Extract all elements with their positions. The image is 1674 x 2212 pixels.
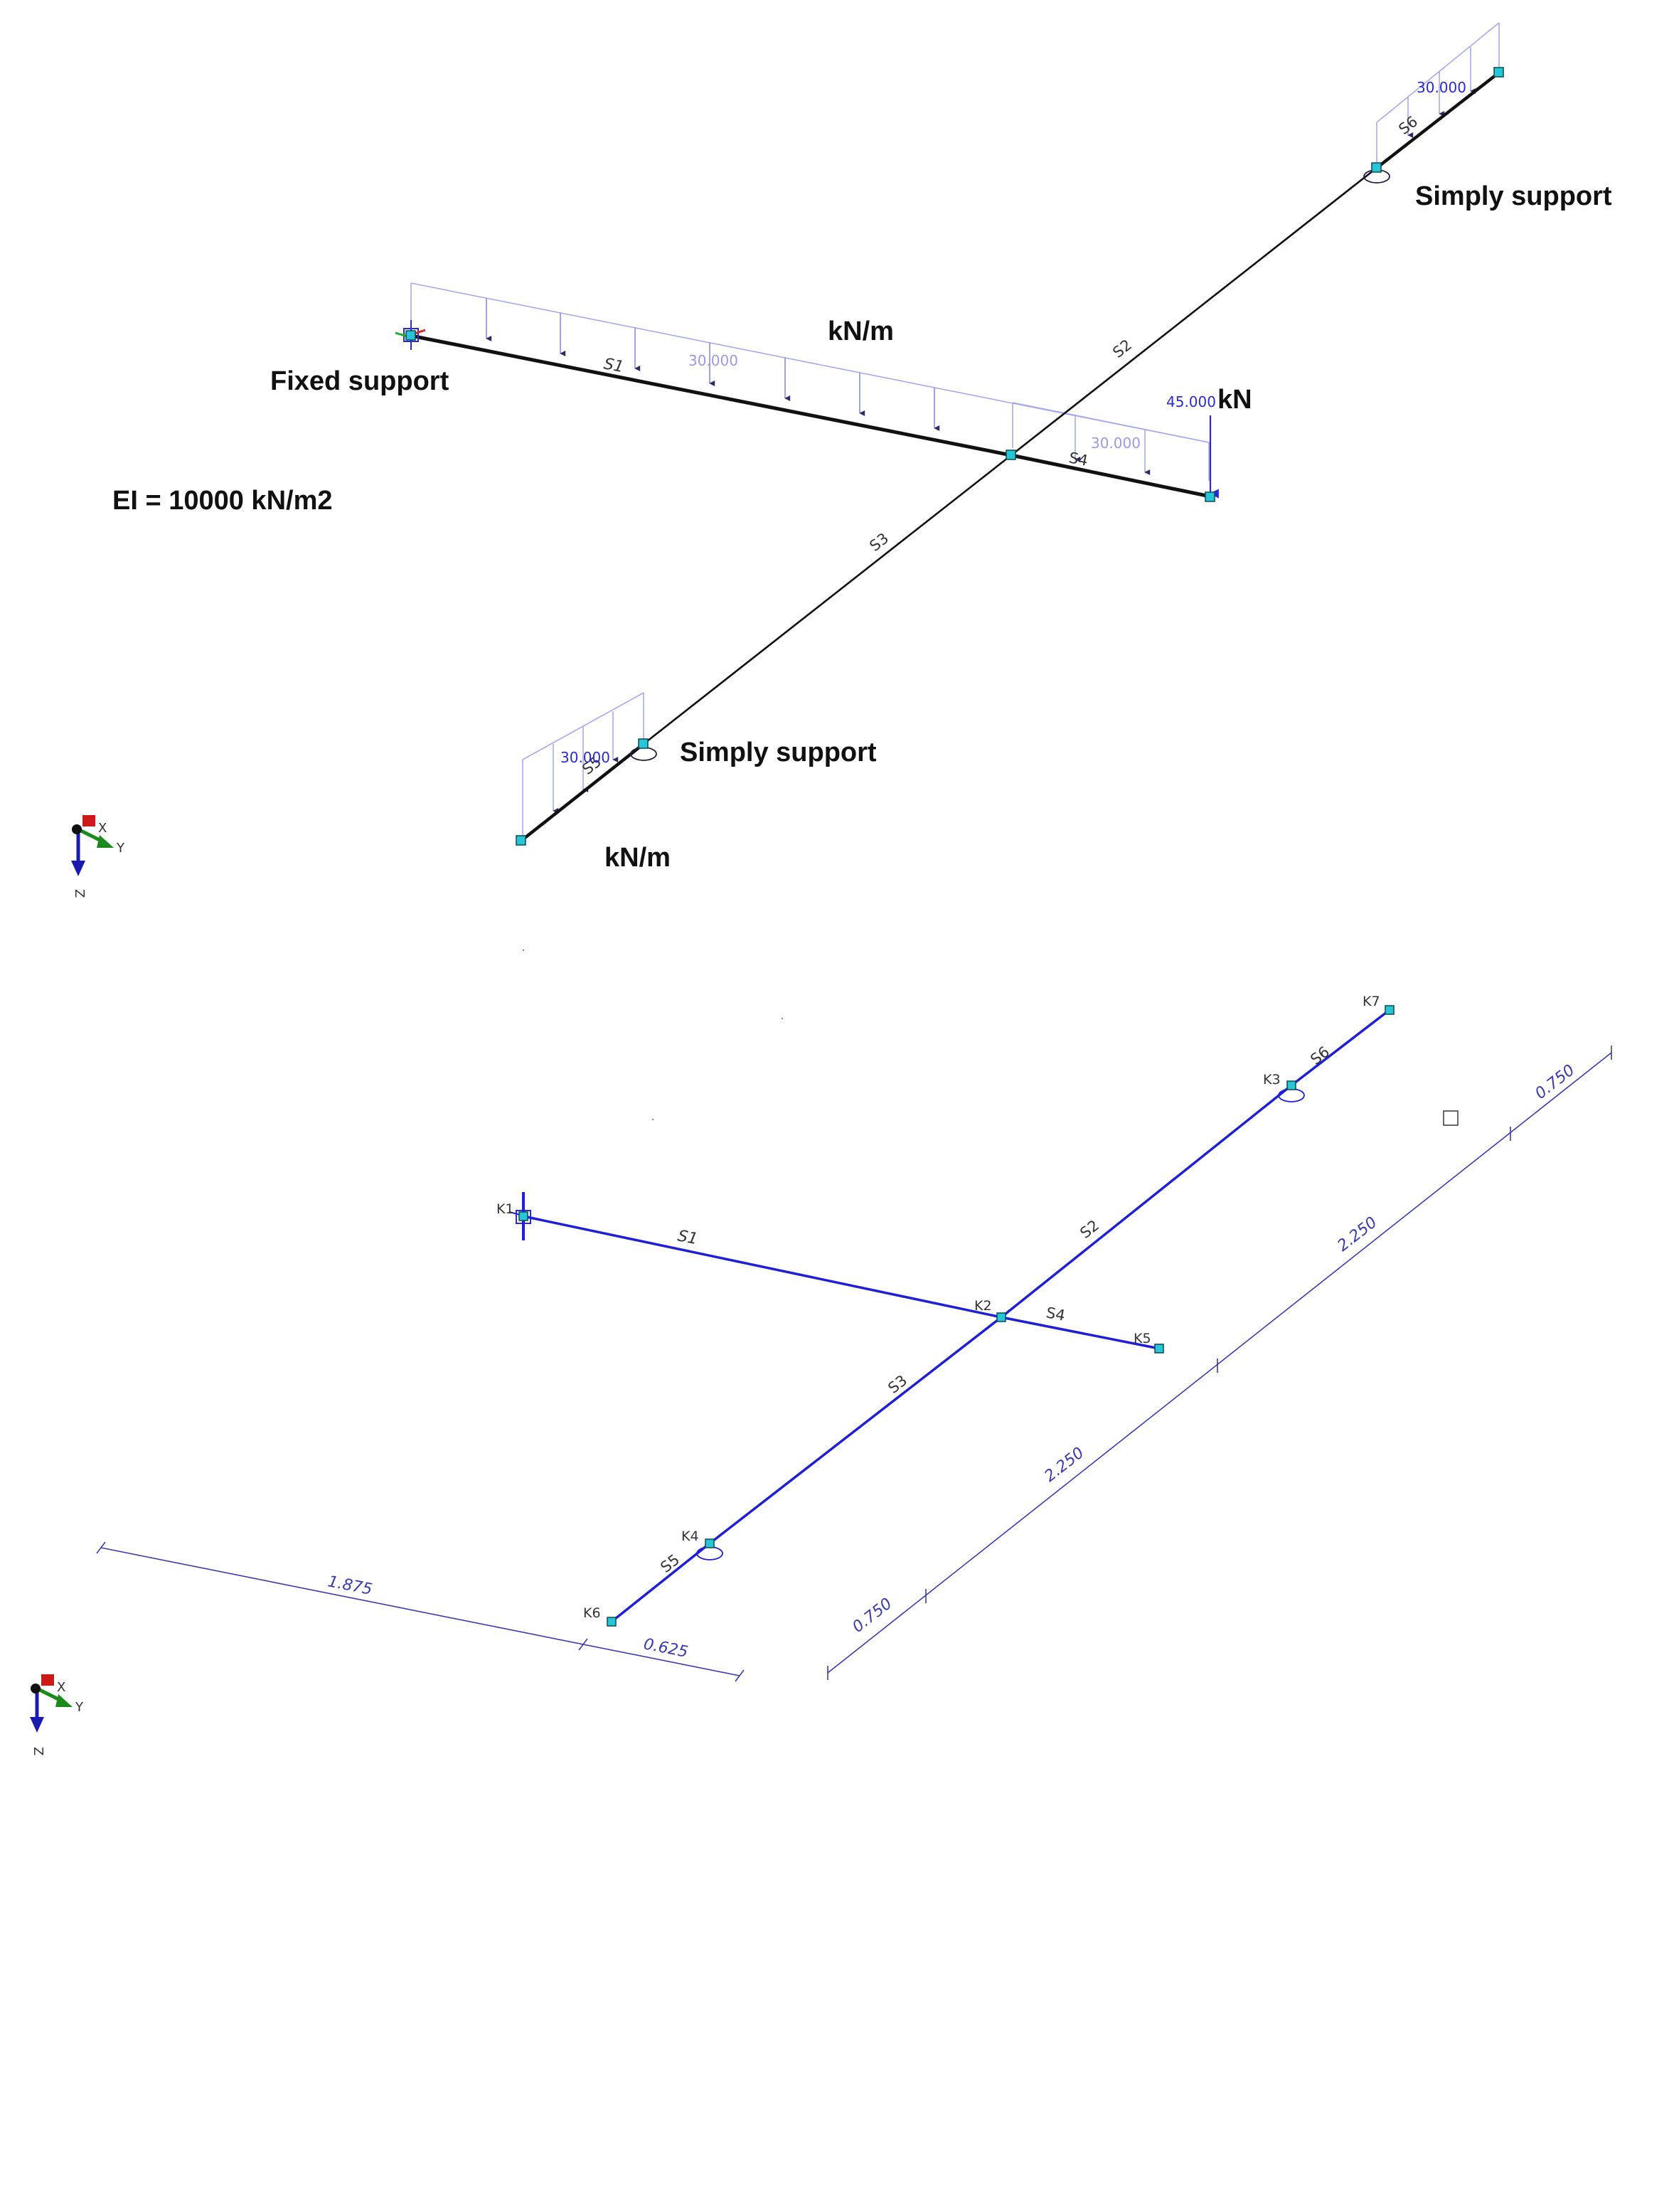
note-stiffness: EI = 10000 kN/m2 (112, 486, 333, 516)
note-simply-support-left: Simply support (680, 738, 877, 767)
node-label-k4: K4 (681, 1528, 699, 1544)
node-k4 (638, 738, 649, 749)
node-k5 (1154, 1344, 1164, 1354)
member-s2 (1010, 166, 1378, 457)
point-load-value: 45.000 (1166, 393, 1216, 410)
node-label-k3: K3 (1263, 1072, 1281, 1088)
note-kn: kN (1217, 385, 1252, 415)
hinge-support-icon (696, 1546, 723, 1560)
square-marker-icon (1443, 1110, 1459, 1126)
stray-dot (781, 1017, 784, 1020)
node-label-k6: K6 (583, 1605, 601, 1621)
node-k2 (996, 1312, 1006, 1322)
member-s2 (1000, 1084, 1293, 1319)
top-nodes (405, 67, 1504, 846)
node-label-k5: K5 (1134, 1331, 1151, 1346)
node-k6 (607, 1617, 617, 1627)
member-label-s5: S5 (657, 1551, 683, 1576)
member-s4 (1000, 1316, 1161, 1350)
node-k4 (705, 1538, 715, 1548)
node-label-k7: K7 (1363, 994, 1380, 1009)
dimension-2250-upper: 2.250 (1334, 1213, 1380, 1255)
member-label-s2: S2 (1109, 336, 1135, 361)
axis-x-label: X (98, 821, 107, 836)
axis-triad-icon: X Y Z (30, 1674, 84, 1755)
member-s1 (522, 1215, 1003, 1319)
axis-triad-icon: X Y Z (71, 815, 125, 898)
node-k1 (405, 330, 416, 341)
dimension-1875: 1.875 (326, 1573, 374, 1599)
s1-distributed-load (410, 282, 1210, 448)
bottom-nodes (518, 1005, 1395, 1627)
node-k7 (1385, 1005, 1395, 1015)
stray-dot (651, 1118, 654, 1121)
axis-y-label: Y (116, 841, 125, 856)
member-s5 (519, 742, 646, 843)
s1-load-arrows (486, 298, 940, 431)
member-label-s6: S6 (1395, 113, 1421, 138)
dimension-0750-lower: 0.750 (849, 1595, 895, 1636)
hinge-support-icon (630, 747, 657, 761)
member-s3 (642, 454, 1013, 745)
node-label-k2: K2 (974, 1298, 992, 1314)
member-s3 (708, 1316, 1003, 1545)
axis-x-label: X (57, 1680, 65, 1695)
note-kn-per-m-bottom: kN/m (604, 843, 671, 873)
note-kn-per-m-top: kN/m (828, 317, 894, 346)
member-label-s4: S4 (1067, 449, 1089, 469)
member-label-s1: S1 (602, 355, 625, 376)
dimension-line-y (827, 1046, 1612, 1680)
top-view: S1 S2 S3 S4 S5 S6 30.000 30.000 30.000 3… (71, 22, 1612, 898)
s6-distributed-load (1376, 22, 1500, 168)
top-members (409, 70, 1501, 843)
member-s4 (1009, 453, 1212, 499)
dimension-line-x (96, 1541, 745, 1682)
s4-distributed-load (1012, 402, 1210, 481)
s1-load-value: 30.000 (688, 352, 738, 369)
s5-distributed-load (522, 692, 644, 838)
node-label-k1: K1 (496, 1201, 514, 1217)
axis-z-label: Z (31, 1747, 46, 1755)
hinge-support-icon (1278, 1088, 1305, 1102)
node-k7 (1493, 67, 1504, 78)
node-k6 (516, 835, 526, 846)
axis-z-label: Z (72, 889, 87, 898)
dimension-2250-lower: 2.250 (1041, 1444, 1087, 1485)
stray-dot (522, 949, 525, 952)
node-k5 (1205, 491, 1215, 502)
member-s5 (610, 1542, 711, 1623)
bottom-view: K1 K2 K3 K4 K5 K6 K7 S1 S2 S3 S4 S5 S6 1… (30, 949, 1612, 1755)
member-label-s3: S3 (885, 1372, 910, 1397)
note-fixed-support: Fixed support (270, 366, 449, 396)
axis-y-label: Y (75, 1700, 84, 1715)
member-s1 (409, 334, 1013, 457)
node-k1 (518, 1211, 528, 1221)
s5-load-value: 30.000 (560, 749, 610, 766)
member-label-s1: S1 (676, 1227, 699, 1248)
bottom-members (522, 1009, 1391, 1623)
member-label-s6: S6 (1307, 1043, 1333, 1068)
member-s6 (1290, 1009, 1391, 1087)
node-k3 (1286, 1080, 1296, 1090)
member-s6 (1375, 70, 1501, 170)
s6-load-value: 30.000 (1417, 79, 1466, 96)
node-k2 (1006, 450, 1016, 460)
note-simply-support-right: Simply support (1415, 181, 1612, 211)
member-label-s4: S4 (1045, 1304, 1067, 1324)
node-k3 (1371, 162, 1382, 173)
s4-load-value: 30.000 (1091, 435, 1141, 452)
